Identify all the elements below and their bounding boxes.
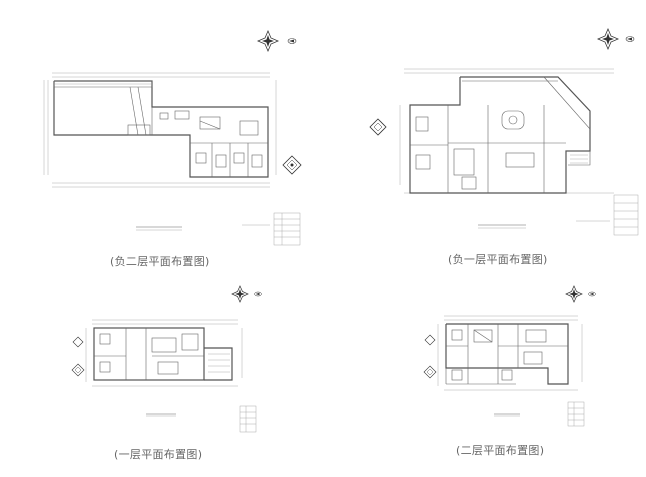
north-arrow-icon [287,38,297,44]
compass-rose-icon [596,27,620,51]
north-arrow-icon [588,291,596,297]
plan-caption: (一层平面布置图) [114,448,203,461]
floor-plan-drawing-b2 [43,29,302,246]
compass-rose-icon [231,285,249,303]
north-arrow-icon [625,36,635,42]
north-arrow-icon [254,291,262,297]
floor-plan-drawing-f2 [423,285,596,427]
plan-f1: (一层平面布置图) [56,282,336,472]
compass-rose-icon [256,29,280,53]
plan-caption: (二层平面布置图) [456,444,545,457]
plan-caption: (负二层平面布置图) [110,255,210,268]
plan-f2: (二层平面布置图) [408,282,646,472]
compass-rose-icon [565,285,583,303]
floor-plan-drawing-b1 [369,27,639,236]
plan-caption: (负一层平面布置图) [448,253,548,266]
plan-b1: (负一层平面布置图) [358,25,646,275]
plan-b2: (负二层平面布置图) [30,25,320,275]
floor-plan-drawing-f1 [71,285,262,433]
